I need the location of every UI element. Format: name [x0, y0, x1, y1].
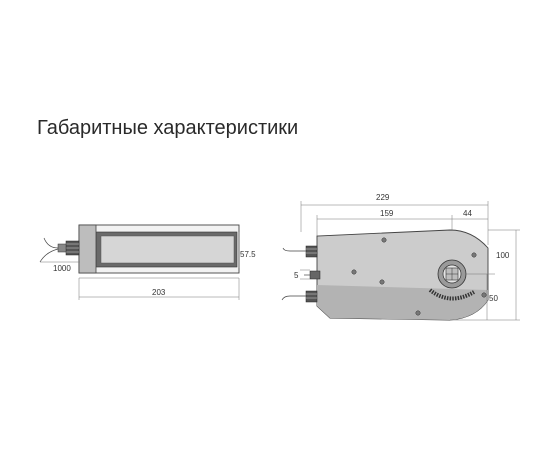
mount-hole: [379, 279, 385, 285]
front-cable-gland-mid: [304, 270, 321, 280]
page-title: Габаритные характеристики: [37, 117, 299, 139]
body-length-label: 159: [380, 209, 394, 218]
hub-offset-label: 44: [463, 209, 472, 218]
position-scale: [428, 288, 476, 301]
side-length-label: 203: [152, 288, 166, 297]
side-height-label: 57.5: [240, 250, 256, 259]
side-body-panel-inner: [100, 235, 235, 264]
front-cable-gland-top: [282, 245, 318, 258]
side-view: 1000 57.5 203: [39, 224, 256, 300]
side-cable-gland: [39, 237, 80, 263]
mount-hole: [381, 237, 387, 243]
side-end-cap: [78, 224, 97, 274]
height-label: 100: [496, 251, 510, 260]
hub-height-label: 50: [489, 294, 498, 303]
mount-hole: [351, 269, 357, 275]
cable-gap-label: 5: [294, 271, 299, 280]
mount-hole: [471, 252, 477, 258]
front-view: 229 159 44: [281, 193, 520, 321]
mount-hole: [481, 292, 487, 298]
front-cable-gland-bottom: [281, 290, 318, 303]
total-length-label: 229: [376, 193, 390, 202]
actuator-body-shade: [317, 285, 488, 320]
shaft-hub: [437, 259, 467, 289]
mount-hole: [415, 310, 421, 316]
cable-length-label: 1000: [53, 264, 71, 273]
